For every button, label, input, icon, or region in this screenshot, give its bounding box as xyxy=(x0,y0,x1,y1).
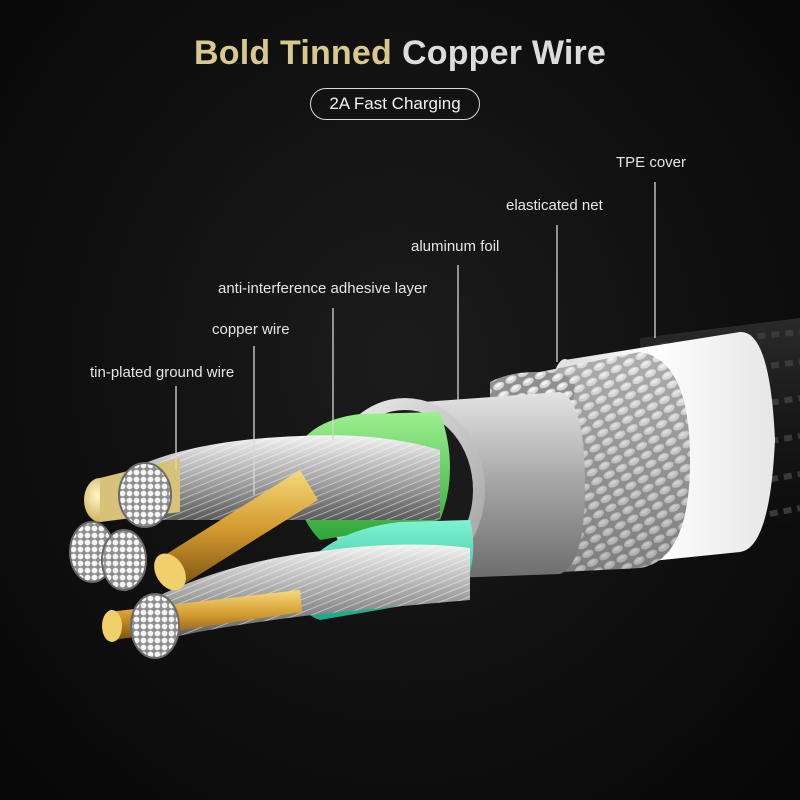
strand-end-faces xyxy=(69,462,180,659)
callout-aluminum-foil: aluminum foil xyxy=(411,238,500,255)
title-rest: Copper Wire xyxy=(401,34,607,72)
callout-leader-lines xyxy=(175,182,656,495)
fast-charging-badge: 2A Fast Charging xyxy=(310,88,480,120)
callout-tin-plated-ground-wire: tin-plated ground wire xyxy=(90,364,235,381)
callout-tpe-cover: TPE cover xyxy=(616,154,687,171)
title-highlight: Bold Tinned xyxy=(193,34,392,72)
callout-anti-interference-layer: anti-interference adhesive layer xyxy=(218,280,428,297)
callout-copper-wire: copper wire xyxy=(212,321,290,338)
callout-elasticated-net: elasticated net xyxy=(506,197,603,214)
